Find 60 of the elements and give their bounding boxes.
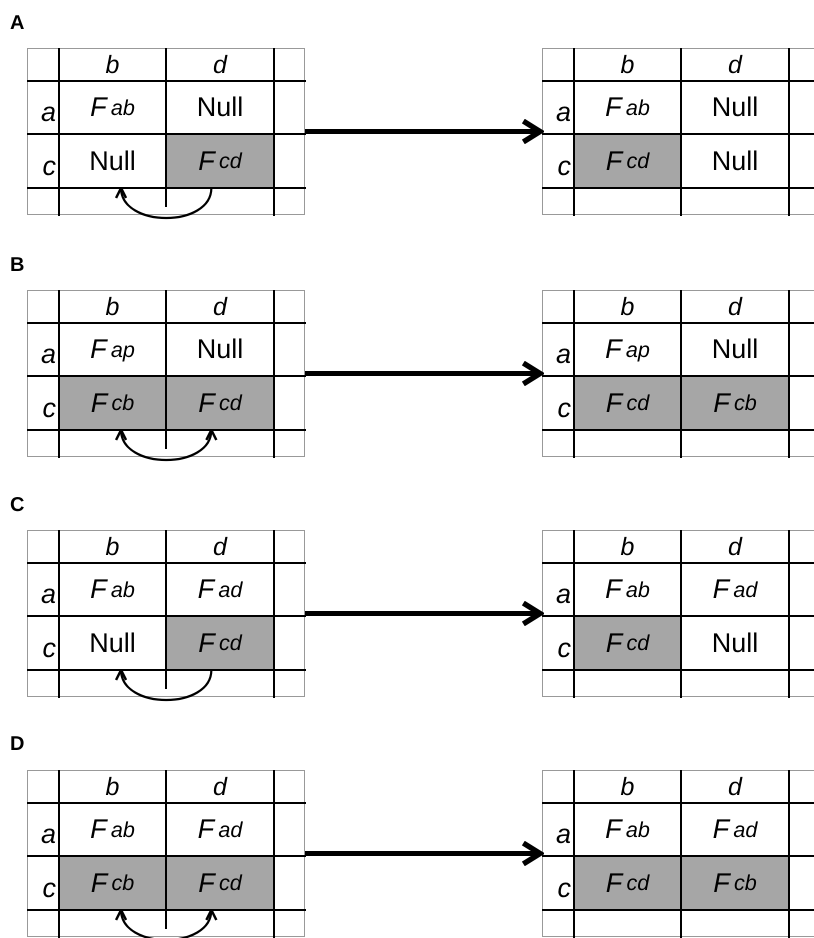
row-header: a bbox=[28, 563, 59, 616]
curved-arrow bbox=[116, 186, 212, 220]
column-header: d bbox=[681, 49, 789, 81]
panel-label: B bbox=[10, 254, 24, 277]
row-header: c bbox=[543, 134, 574, 188]
row-header: a bbox=[28, 803, 59, 856]
panel-label: C bbox=[10, 494, 24, 517]
curved-arrow bbox=[116, 908, 216, 938]
grid-table bbox=[27, 48, 305, 215]
column-header: b bbox=[574, 291, 681, 323]
arrow bbox=[305, 840, 543, 867]
cell-value: Null bbox=[166, 81, 274, 134]
row-header: c bbox=[28, 616, 59, 670]
row-header: c bbox=[543, 616, 574, 670]
row-header: a bbox=[543, 323, 574, 376]
grid-table bbox=[27, 530, 305, 697]
column-header: b bbox=[574, 49, 681, 81]
cell-value: Null bbox=[681, 616, 789, 670]
cell-value: Null bbox=[681, 81, 789, 134]
row-header: c bbox=[543, 376, 574, 430]
grid-table bbox=[27, 770, 305, 937]
row-header: a bbox=[543, 563, 574, 616]
row-header: c bbox=[28, 856, 59, 910]
row-header: c bbox=[28, 134, 59, 188]
cell-value: Null bbox=[59, 134, 166, 188]
column-header: b bbox=[59, 531, 166, 563]
row-header: a bbox=[28, 81, 59, 134]
column-header: b bbox=[59, 49, 166, 81]
column-header: d bbox=[681, 771, 789, 803]
row-header: a bbox=[28, 323, 59, 376]
arrow bbox=[305, 118, 543, 145]
column-header: d bbox=[166, 49, 274, 81]
arrow bbox=[305, 600, 543, 627]
curved-arrow bbox=[116, 668, 212, 702]
panel-label: D bbox=[10, 733, 24, 756]
grid-table bbox=[542, 48, 814, 215]
grid-table bbox=[542, 770, 814, 937]
column-header: d bbox=[166, 291, 274, 323]
row-header: c bbox=[543, 856, 574, 910]
grid-table bbox=[542, 530, 814, 697]
row-header: a bbox=[543, 81, 574, 134]
cell-value: Null bbox=[166, 323, 274, 376]
column-header: b bbox=[59, 291, 166, 323]
column-header: d bbox=[166, 771, 274, 803]
panel-label: A bbox=[10, 12, 24, 35]
column-header: d bbox=[166, 531, 274, 563]
row-header: a bbox=[543, 803, 574, 856]
row-header: c bbox=[28, 376, 59, 430]
column-header: b bbox=[574, 531, 681, 563]
arrow bbox=[305, 360, 543, 387]
cell-value: Null bbox=[59, 616, 166, 670]
curved-arrow bbox=[116, 428, 216, 462]
column-header: d bbox=[681, 291, 789, 323]
column-header: b bbox=[59, 771, 166, 803]
column-header: d bbox=[681, 531, 789, 563]
grid-table bbox=[542, 290, 814, 457]
column-header: b bbox=[574, 771, 681, 803]
cell-value: Null bbox=[681, 323, 789, 376]
grid-table bbox=[27, 290, 305, 457]
cell-value: Null bbox=[681, 134, 789, 188]
